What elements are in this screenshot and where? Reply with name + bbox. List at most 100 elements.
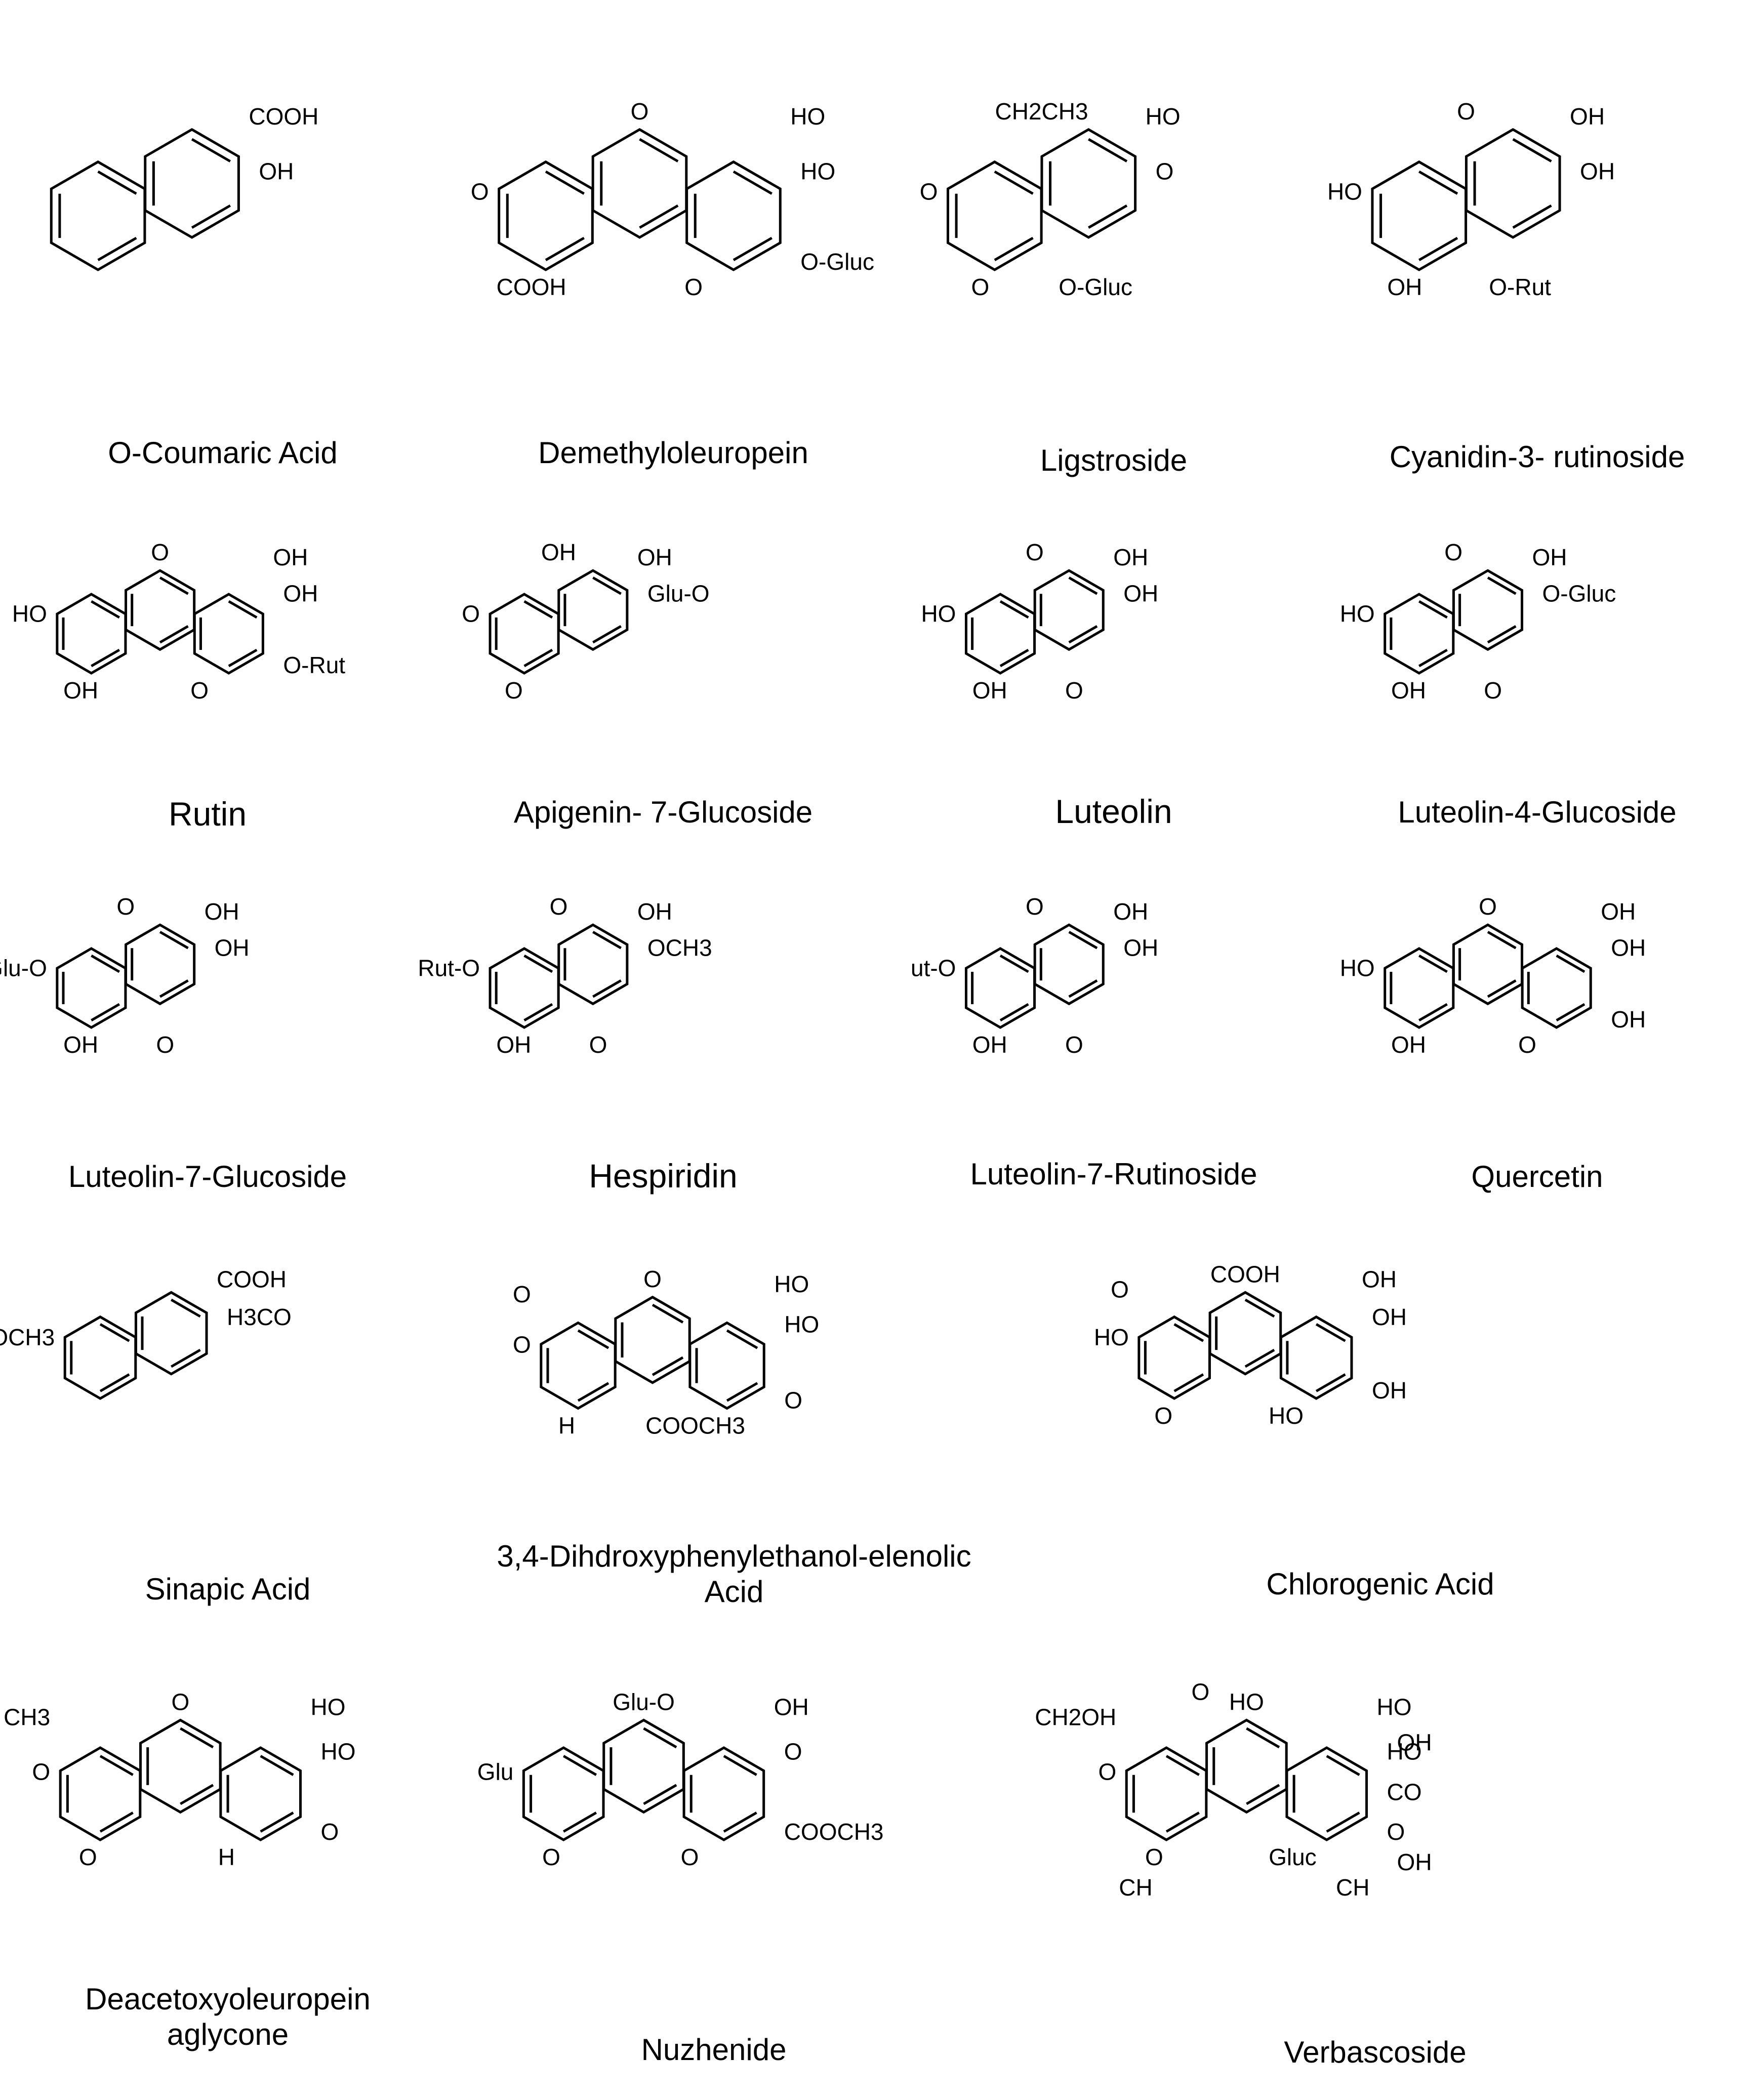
ring-2	[139, 1718, 222, 1814]
double-bond	[1512, 138, 1552, 162]
double-bond	[592, 979, 622, 998]
atom-label: O	[1065, 677, 1083, 704]
ring-1	[964, 947, 1036, 1029]
atom-label: CH	[1119, 1874, 1152, 1901]
atom-label: O	[505, 677, 523, 704]
atom-label: O	[1098, 1759, 1116, 1785]
molecule-skeleton	[489, 923, 629, 1029]
double-bond	[577, 1329, 609, 1349]
molecule-skeleton	[522, 1718, 765, 1841]
double-bond	[999, 648, 1029, 668]
atom-label: OH	[1372, 1304, 1407, 1330]
atom-label: O	[190, 677, 209, 704]
compound-name: Luteolin-4-Glucoside	[1398, 795, 1677, 829]
double-bond	[523, 600, 553, 619]
double-bond	[228, 648, 258, 668]
molecule-skeleton	[540, 1295, 765, 1410]
atom-label: COOH	[249, 103, 318, 130]
atom-label: HO	[1377, 1694, 1412, 1720]
double-bond	[545, 236, 585, 261]
double-bond	[733, 170, 773, 195]
atom-label: OH	[1601, 898, 1636, 925]
atom-label: OH	[1611, 1006, 1646, 1033]
double-bond	[1088, 138, 1128, 162]
ring-2	[614, 1295, 691, 1384]
double-bond	[726, 1329, 758, 1349]
ring-1	[1371, 160, 1468, 271]
atom-label: HO	[1229, 1689, 1264, 1715]
double-bond	[1418, 600, 1448, 619]
molecule-skeleton	[498, 128, 782, 271]
atom-label: HO	[12, 601, 47, 627]
double-bond	[1487, 931, 1517, 950]
atom-label: Rut-O	[418, 955, 480, 981]
ring-2	[1465, 128, 1561, 239]
atom-label: O	[971, 274, 990, 300]
double-bond	[159, 931, 189, 950]
double-bond	[639, 138, 679, 162]
double-bond	[523, 648, 553, 668]
double-bond	[733, 236, 773, 261]
atom-label: O	[684, 274, 703, 300]
ring-1	[946, 160, 1043, 271]
ring-1	[63, 1315, 137, 1400]
double-bond	[1246, 1727, 1280, 1749]
double-bond	[999, 600, 1029, 619]
atom-label: O	[151, 539, 169, 565]
atom-label: HO	[784, 1311, 819, 1338]
atom-label: HO	[1269, 1403, 1304, 1429]
atom-label: O	[1457, 98, 1475, 125]
double-bond	[99, 1323, 130, 1342]
atom-label: OH	[1580, 158, 1615, 184]
ring-2	[134, 1291, 208, 1376]
ring-2	[1205, 1718, 1288, 1814]
double-bond	[1315, 1323, 1346, 1342]
atom-label: COOH	[217, 1266, 287, 1292]
atom-label: O	[1026, 893, 1044, 920]
double-bond	[159, 625, 189, 644]
double-bond	[592, 625, 622, 644]
atom-label: O	[542, 1844, 560, 1870]
double-bond	[99, 1811, 134, 1833]
atom-label: O	[462, 601, 480, 627]
double-bond	[97, 170, 137, 195]
molecule-skeleton	[1384, 569, 1524, 675]
ring-3	[1279, 1315, 1353, 1400]
double-bond	[639, 204, 679, 229]
atom-label: HO	[921, 601, 956, 627]
molecule-skeleton	[56, 569, 264, 675]
double-bond	[726, 1382, 758, 1402]
ring-3	[682, 1746, 765, 1841]
double-bond	[1173, 1323, 1204, 1342]
ring-1	[498, 160, 594, 271]
double-bond	[723, 1755, 757, 1776]
double-bond	[1068, 931, 1098, 950]
atom-label: OH	[1387, 274, 1422, 300]
molecule-skeleton	[1137, 1291, 1353, 1400]
ring-1	[964, 593, 1036, 675]
atom-label: OH	[774, 1694, 809, 1720]
molecule-skeleton	[489, 569, 629, 675]
atom-label: OH	[496, 1032, 531, 1058]
atom-label: HO	[1387, 1739, 1422, 1765]
molecule-skeleton	[56, 923, 196, 1029]
atom-label: Glu-O	[613, 1689, 675, 1715]
double-bond	[191, 204, 231, 229]
double-bond	[723, 1811, 757, 1833]
atom-label: O	[1484, 677, 1502, 704]
atom-label: OH	[283, 581, 318, 607]
atom-label: O	[513, 1281, 531, 1307]
double-bond	[1173, 1373, 1204, 1392]
atom-label: HO	[320, 1739, 355, 1765]
